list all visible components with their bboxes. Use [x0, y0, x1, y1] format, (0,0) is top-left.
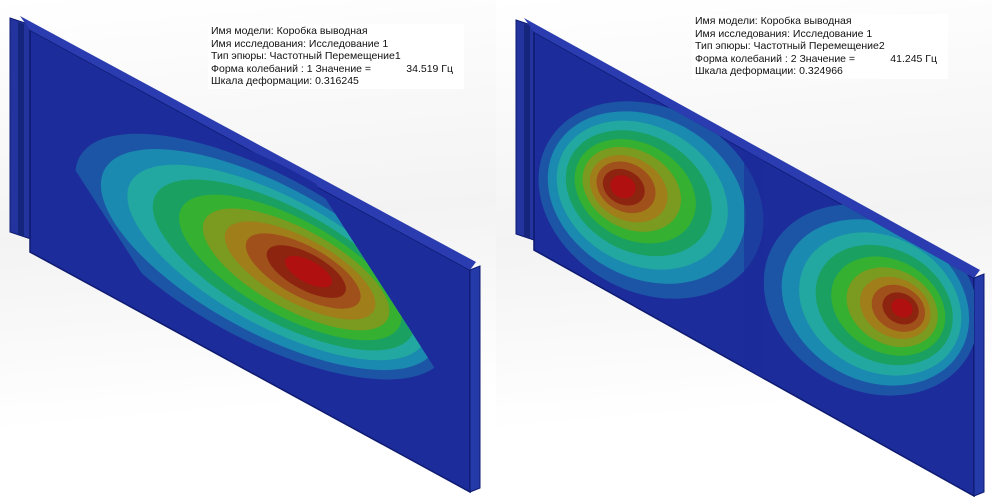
study-name-label: Имя исследования: Исследование 1: [695, 27, 873, 40]
plate-model-mode-2: [515, 18, 985, 497]
deformation-scale-label: Шкала деформации: 0.324966: [695, 65, 843, 78]
study-name-label: Имя исследования: Исследование 1: [211, 37, 389, 50]
displacement-contours-mode-2: [538, 101, 974, 420]
mode-shape-label: Форма колебаний : 1 Значение =: [211, 62, 372, 75]
model-name-label: Имя модели: Коробка выводная: [695, 15, 852, 27]
plate-rib-shadow: [524, 24, 530, 238]
deformation-scale-label: Шкала деформации: 0.316245: [211, 75, 359, 88]
contour-lobe-right: [763, 204, 974, 396]
contour-peak: [891, 298, 913, 318]
nodal-line: [744, 140, 764, 420]
plate-top-edge: [524, 18, 980, 278]
plot-type-label: Тип эпюры: Частотный Перемещение1: [211, 50, 401, 63]
frequency-value: 34.519 Гц: [406, 62, 453, 75]
displacement-contours-mode-1: [52, 120, 458, 390]
viewport-mode-2[interactable]: Имя модели: Коробка выводная Имя исследо…: [496, 0, 992, 497]
plate-right-flange: [469, 265, 481, 493]
plot-type-label: Тип эпюры: Частотный Перемещение2: [695, 40, 885, 53]
plate-top-edge: [20, 16, 476, 270]
viewport-mode-1[interactable]: Имя модели: Коробка выводная Имя исследо…: [0, 0, 496, 497]
plate-right-flange: [973, 273, 985, 497]
contour-peak: [285, 255, 332, 288]
model-name-label: Имя модели: Коробка выводная: [211, 25, 368, 37]
plate-rib-shadow: [18, 22, 24, 236]
mode-shape-label: Форма колебаний : 2 Значение =: [695, 52, 856, 65]
study-info-legend: Имя модели: Коробка выводная Имя исследо…: [692, 14, 948, 79]
mode-shape-row: Форма колебаний : 1 Значение = 34.519 Гц: [211, 63, 461, 76]
study-info-legend: Имя модели: Коробка выводная Имя исследо…: [208, 24, 464, 89]
frequency-value: 41.245 Гц: [890, 52, 937, 65]
contour-lobe-left: [538, 101, 764, 299]
mode-shape-row: Форма колебаний : 2 Значение = 41.245 Гц: [695, 53, 945, 66]
plate-model-mode-1: [9, 16, 481, 494]
contour-peak: [610, 175, 636, 199]
